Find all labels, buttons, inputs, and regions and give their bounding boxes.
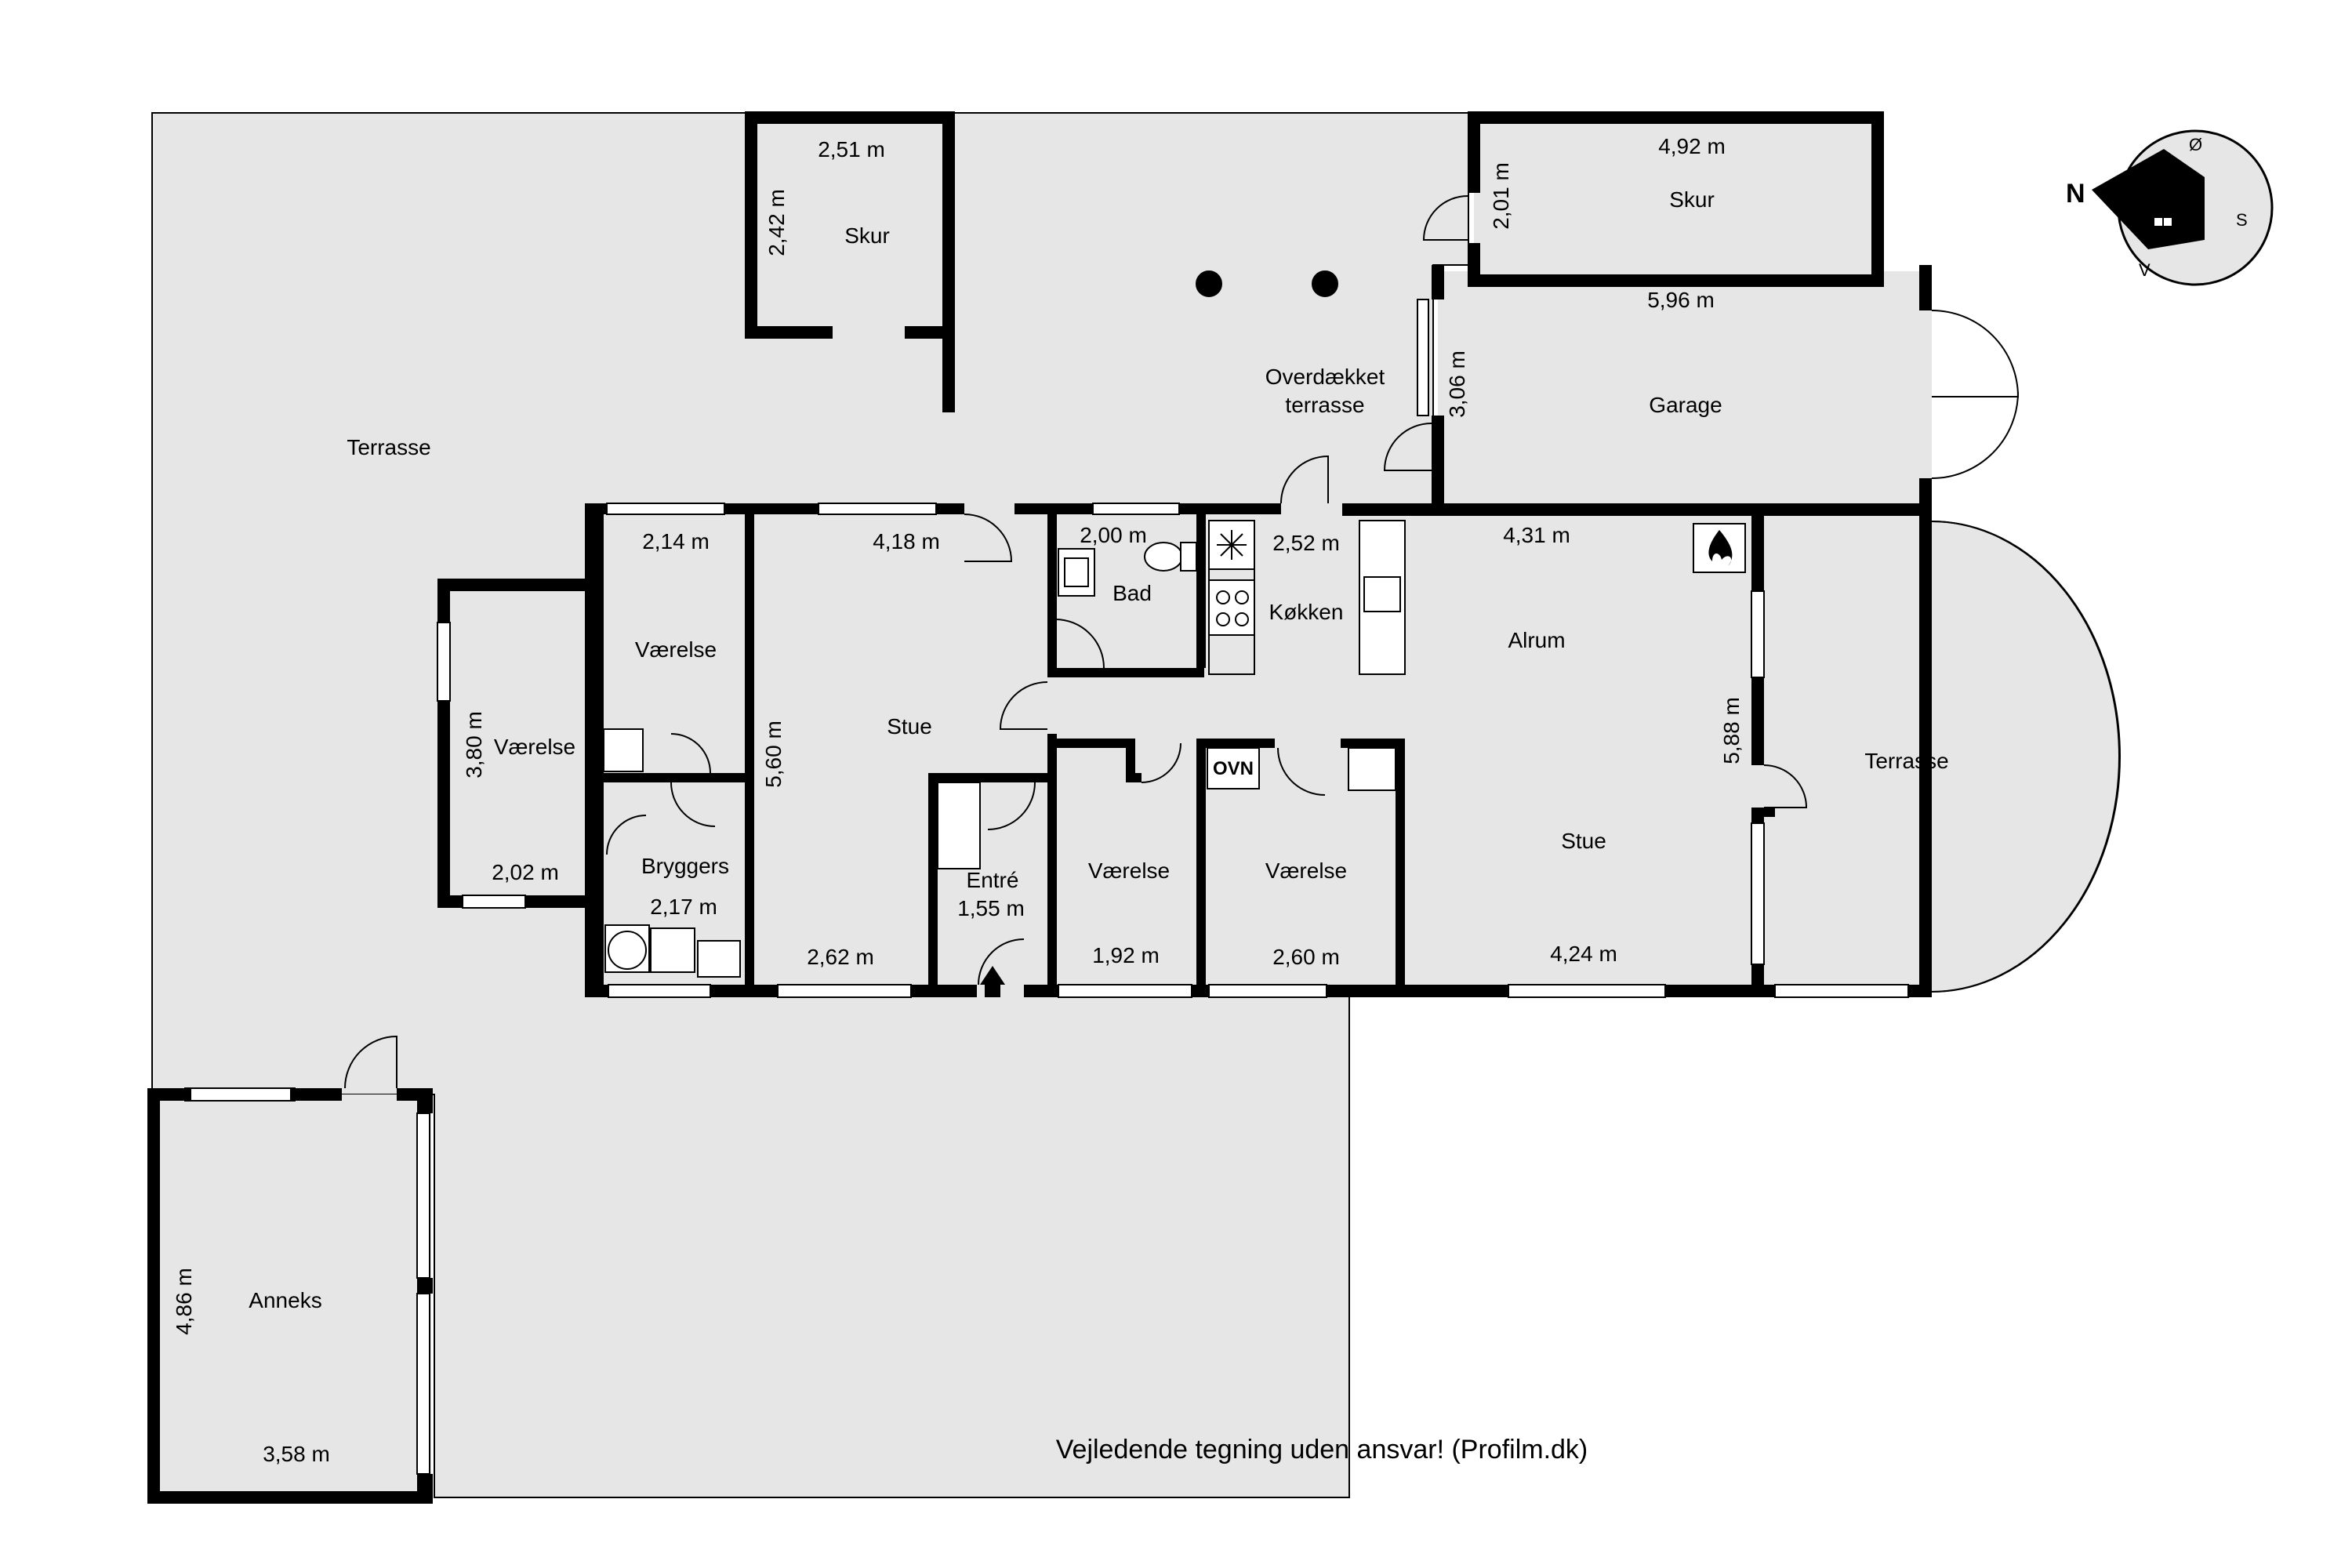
dim-skur-right-h: 2,01 m [1489,162,1513,230]
ovn-box [1207,747,1260,789]
compass: N Ø S V [2066,129,2274,286]
dimension-labels: 2,51 m 2,42 m 4,92 m 2,01 m 5,96 m 3,06 … [172,134,1744,1466]
skur-left-floor [751,118,947,334]
compass-south: S [2236,210,2248,230]
dim-skur-left-w: 2,51 m [818,137,885,162]
terrace-arc [1931,521,2121,993]
label-overdaekket-2: terrasse [1285,393,1364,417]
koekken-sink [1363,576,1401,612]
label-overdaekket-1: Overdækket [1265,365,1385,389]
dim-alrum-h: 5,88 m [1719,697,1744,764]
label-stue-left: Stue [887,714,932,739]
label-entre: Entré [967,868,1019,892]
label-alrum: Alrum [1508,628,1565,652]
bryggers-washer [604,924,650,973]
label-anneks: Anneks [249,1288,321,1312]
dim-stue-right-w: 4,24 m [1550,942,1617,966]
label-vaerelse-b1: Værelse [1088,858,1170,883]
dim-vaerelse-b1-w: 1,92 m [1092,943,1160,967]
stove [1208,579,1255,636]
compass-house-icon [2092,149,2205,249]
entrance-arrow-icon [980,966,1005,997]
skur-right-floor [1474,118,1878,281]
vaerelse-left-floor [444,586,593,904]
dim-garage-h: 3,06 m [1445,350,1469,418]
dim-anneks-h: 4,86 m [172,1268,196,1335]
dim-garage-w: 5,96 m [1647,288,1715,312]
disclaimer: Vejledende tegning uden ansvar! (Profilm… [1056,1435,1588,1465]
garage-floor [1438,271,1932,506]
label-garage: Garage [1649,393,1722,417]
compass-west: V [2139,260,2151,280]
dim-stue-left-h: 5,60 m [761,720,786,788]
door-swings [344,195,2020,1089]
toilet [1144,542,1183,572]
dim-vaerelse-left-w: 2,02 m [492,860,559,884]
dim-vaerelse-left-h: 3,80 m [462,711,486,779]
label-ovn: OVN [1213,758,1254,779]
dim-vaerelse-top-w: 2,14 m [642,529,710,554]
label-terrasse-right: Terrasse [1864,749,1948,773]
dim-bryggers-w: 2,17 m [650,895,717,919]
room-labels: Terrasse Skur Skur Overdækket terrasse G… [249,187,1948,1312]
snowflake-icon [1217,530,1247,560]
koekken-counter-left [1208,520,1255,675]
fixtures [603,270,1746,978]
label-stue-right: Stue [1561,829,1606,853]
dim-skur-right-w: 4,92 m [1658,134,1726,158]
label-vaerelse-left: Værelse [494,735,575,759]
dim-anneks-w: 3,58 m [263,1442,330,1466]
compass-north: N [2066,179,2085,209]
label-bryggers: Bryggers [641,854,729,878]
label-vaerelse-b2: Værelse [1265,858,1347,883]
dim-bad-w: 2,00 m [1080,523,1147,547]
label-koekken: Køkken [1269,600,1344,624]
interior-floors [154,118,1932,1497]
bryggers-sink [697,940,741,978]
label-skur-right: Skur [1669,187,1715,212]
label-vaerelse-top: Værelse [635,637,717,662]
dim-vaerelse-b2-w: 2,60 m [1272,945,1340,969]
dim-entre-w: 1,55 m [957,896,1025,920]
bryggers-tub [650,927,695,973]
wardrobe-top [603,728,644,772]
dim-skur-left-h: 2,42 m [764,189,789,256]
anneks-walls [147,1088,433,1504]
dim-stue-left-bottom: 2,62 m [807,945,874,969]
dim-koekken-w: 2,52 m [1272,531,1340,555]
label-skur-left: Skur [844,223,890,248]
wardrobe-b2 [1348,747,1396,791]
compass-east: Ø [2189,135,2202,154]
fireplace-icon [1708,530,1733,566]
label-bad: Bad [1112,581,1152,605]
anneks-floor [154,1094,431,1497]
label-terrasse-main: Terrasse [347,435,430,459]
bad-sink [1058,548,1095,597]
dim-stue-left-w: 4,18 m [873,529,940,554]
entre-closet [937,782,981,869]
dim-alrum-w: 4,31 m [1503,523,1570,547]
